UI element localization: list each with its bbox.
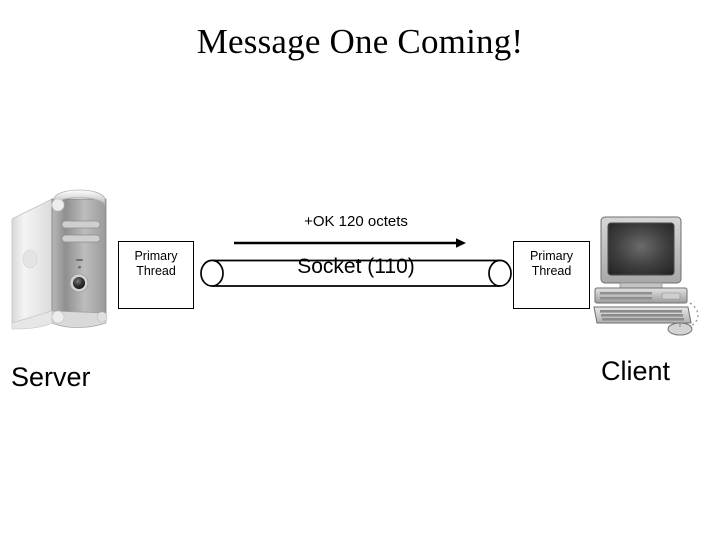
socket-pipe-icon: [198, 256, 514, 292]
socket-label: Socket (110): [297, 255, 415, 278]
server-primary-thread-box: Primary Thread: [118, 241, 194, 309]
server-tower-icon: [6, 183, 118, 335]
client-label: Client: [601, 356, 671, 386]
client-computer-icon: [592, 215, 704, 337]
message-label: +OK 120 octets: [304, 213, 408, 230]
client-primary-thread-box: Primary Thread: [513, 241, 590, 309]
arrow-right-icon: [232, 236, 467, 250]
server-label: Server: [11, 362, 91, 392]
page-title: Message One Coming!: [196, 22, 524, 61]
client-thread-label: Primary Thread: [529, 249, 574, 278]
server-thread-label: Primary Thread: [134, 249, 178, 278]
